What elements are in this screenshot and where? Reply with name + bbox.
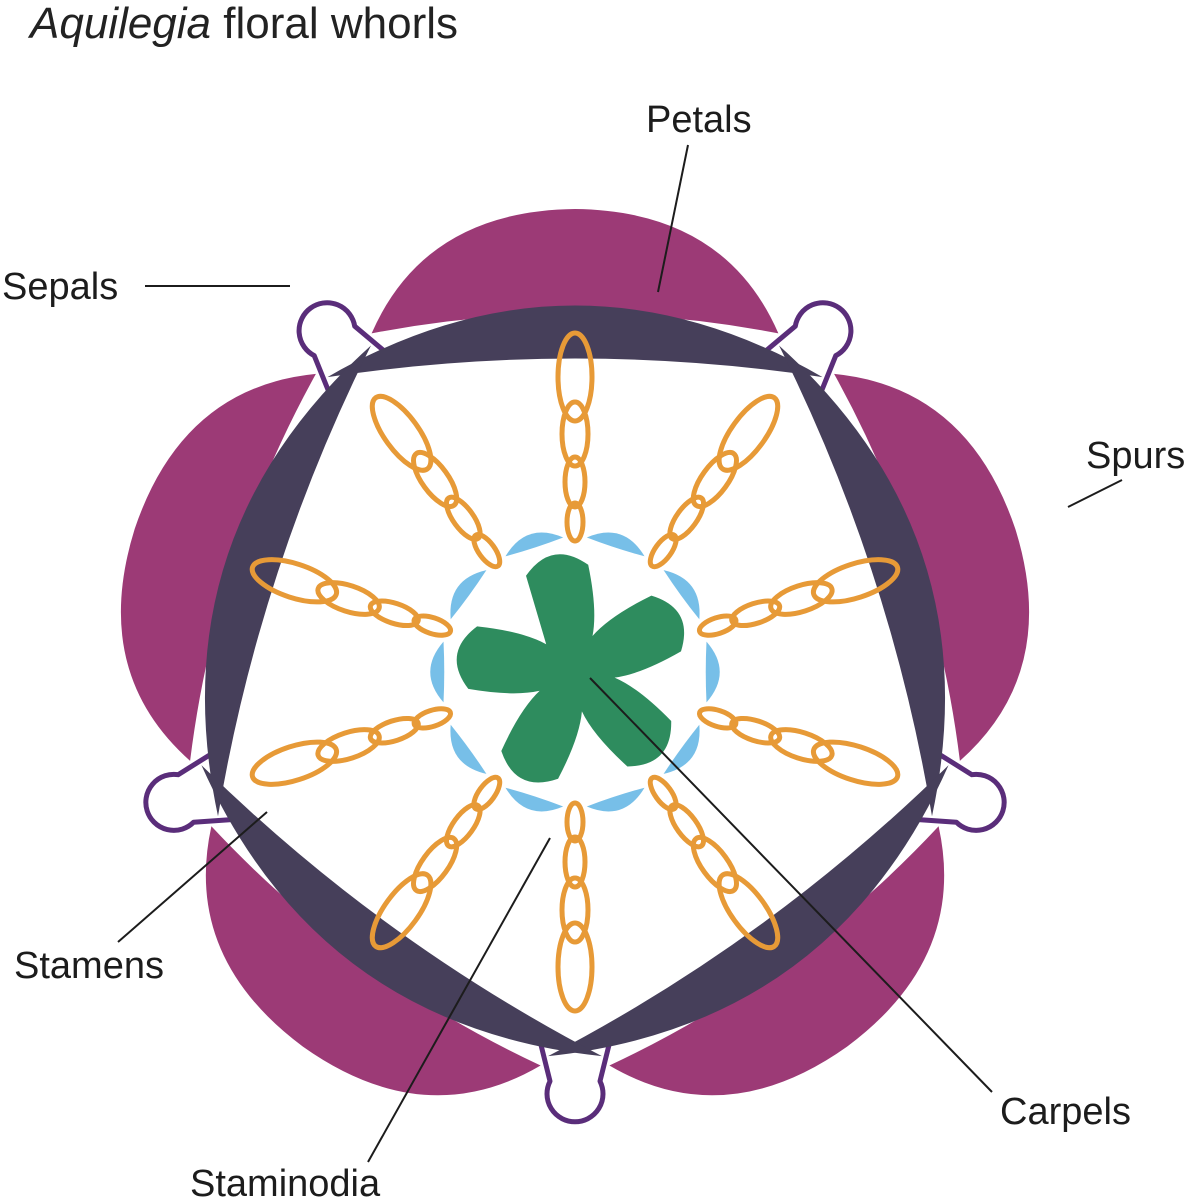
stamen-r6-3	[562, 834, 588, 890]
stamen-r1-2	[559, 399, 591, 469]
staminodium-6	[505, 787, 564, 812]
stamen-r4-3	[729, 715, 783, 746]
stamen-r1-3	[562, 454, 588, 510]
stamen-r2-2	[690, 450, 739, 509]
carpel-cluster	[456, 554, 685, 783]
stamen-r4-2	[768, 727, 835, 764]
staminodium-9	[450, 570, 487, 620]
stamen-r8-1	[249, 739, 340, 787]
stamen-r4-4	[696, 706, 739, 731]
stamen-r9-3	[367, 598, 421, 629]
stamen-r10-1	[369, 393, 434, 473]
stamen-r1-4	[564, 500, 586, 544]
staminodium-2	[663, 570, 700, 620]
label-sepals: Sepals	[2, 266, 118, 308]
petal-5	[204, 345, 371, 817]
stamen-r5-1	[716, 871, 781, 951]
label-carpels: Carpels	[1000, 1091, 1131, 1133]
stamen-r5-4	[647, 774, 679, 812]
leader-line-carpels	[589, 677, 993, 1093]
sepal-3	[609, 826, 945, 1096]
stamen-r7-2	[411, 835, 460, 894]
sepal-1	[371, 209, 779, 334]
stamen-r10-2	[411, 450, 460, 509]
petal-2	[779, 345, 946, 817]
stamen-r2-4	[647, 532, 679, 570]
stamen-r7-3	[444, 802, 483, 850]
leader-line-staminodia	[367, 837, 551, 1163]
staminodia-whorl	[430, 532, 720, 812]
label-petals: Petals	[646, 99, 752, 141]
petal-1	[327, 305, 823, 378]
staminodium-3	[705, 641, 720, 703]
stamen-r8-4	[411, 706, 454, 731]
stamen-r7-4	[471, 774, 503, 812]
stamen-r2-1	[716, 393, 781, 473]
diagram-title: Aquilegia floral whorls	[30, 0, 458, 48]
label-stamens: Stamens	[14, 945, 164, 987]
stamen-r8-2	[315, 727, 382, 764]
stamen-r3-3	[729, 598, 783, 629]
staminodium-4	[663, 724, 700, 774]
stamen-r9-1	[249, 557, 340, 605]
stamen-r5-3	[667, 802, 706, 850]
label-group: Petals Sepals Spurs Stamens Staminodia C…	[2, 99, 1185, 1200]
stamen-r2-3	[667, 494, 706, 542]
stamen-r6-1	[555, 920, 595, 1014]
stamen-r3-2	[768, 580, 835, 617]
stamen-r6-4	[564, 800, 586, 844]
stamen-r10-3	[444, 494, 483, 542]
staminodium-10	[505, 532, 564, 557]
stamen-r3-4	[696, 613, 739, 638]
stamen-r9-4	[411, 613, 454, 638]
label-staminodia: Staminodia	[190, 1163, 381, 1200]
title-rest: floral whorls	[211, 0, 458, 48]
spur-1	[746, 300, 854, 414]
stamen-r8-3	[367, 715, 421, 746]
stamen-r1-1	[555, 330, 595, 424]
stamen-r3-1	[810, 557, 901, 605]
sepal-4	[205, 826, 541, 1096]
stamen-r10-4	[471, 532, 503, 570]
petal-whorl	[201, 305, 949, 1057]
staminodium-8	[430, 641, 445, 703]
leader-line-petals	[657, 144, 689, 293]
stamen-r6-2	[559, 875, 591, 945]
stamen-r7-1	[369, 871, 434, 951]
leader-line-stamens	[117, 811, 268, 943]
leader-line-spurs	[1067, 479, 1123, 508]
leader-lines	[117, 144, 1123, 1163]
stamen-r4-1	[810, 739, 901, 787]
staminodium-7	[450, 724, 487, 774]
spur-5	[296, 300, 404, 414]
staminodium-1	[586, 532, 645, 557]
stamen-r9-2	[315, 580, 382, 617]
label-spurs: Spurs	[1086, 435, 1185, 477]
carpel-whorl	[456, 554, 685, 783]
stamen-whorl	[249, 330, 901, 1014]
staminodium-5	[586, 787, 645, 812]
title-genus: Aquilegia	[30, 0, 212, 48]
stamen-r5-2	[690, 835, 739, 894]
